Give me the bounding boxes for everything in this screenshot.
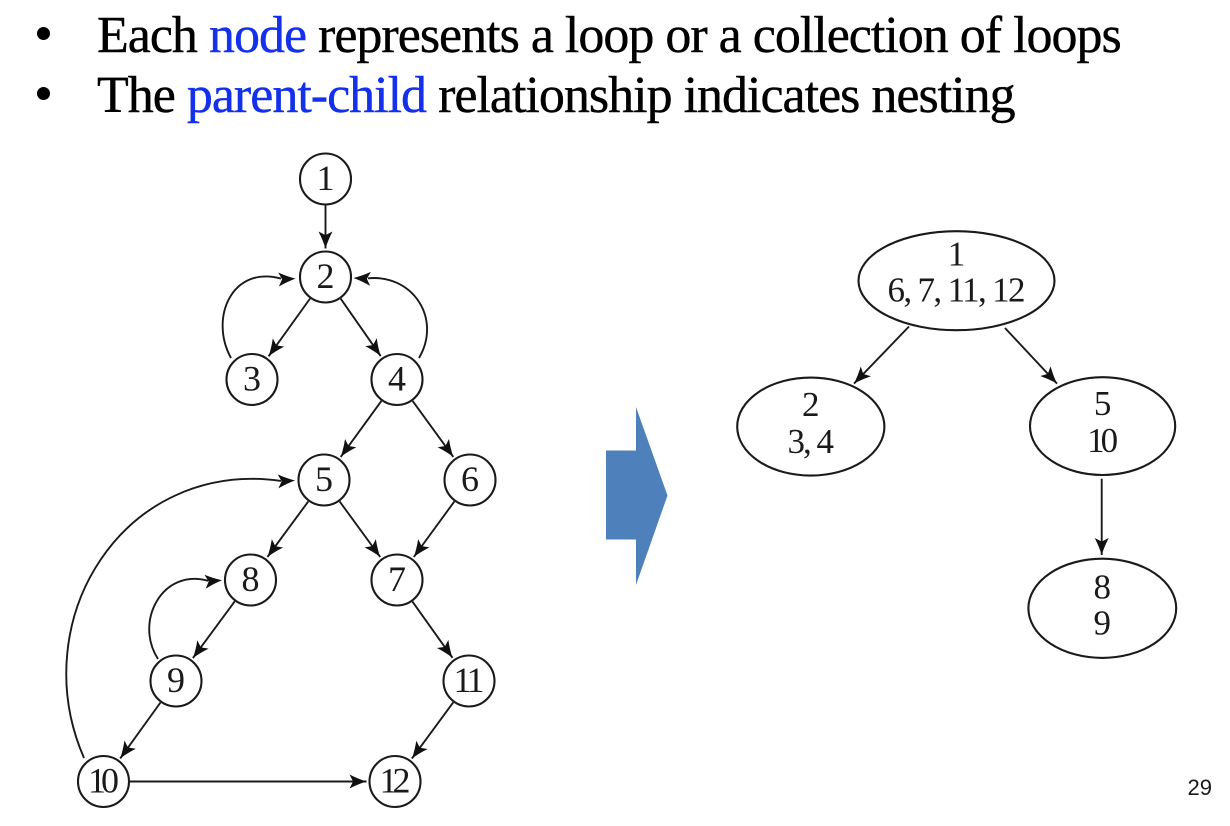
svg-text:1: 1 — [317, 158, 335, 198]
svg-text:4: 4 — [388, 359, 406, 399]
svg-text:2: 2 — [317, 256, 335, 296]
svg-text:5: 5 — [315, 459, 333, 499]
svg-text:9: 9 — [1094, 603, 1112, 642]
svg-text:6: 6 — [461, 459, 479, 499]
svg-text:2: 2 — [802, 385, 820, 424]
svg-text:3: 3 — [243, 359, 261, 399]
svg-text:8: 8 — [242, 559, 260, 599]
svg-text:12: 12 — [380, 761, 411, 801]
svg-text:10: 10 — [1087, 421, 1118, 460]
svg-text:7: 7 — [388, 559, 406, 599]
svg-text:6, 7, 11, 12: 6, 7, 11, 12 — [888, 271, 1026, 310]
svg-text:10: 10 — [88, 761, 119, 801]
svg-text:11: 11 — [454, 660, 485, 700]
svg-text:3, 4: 3, 4 — [788, 422, 835, 461]
svg-text:9: 9 — [167, 660, 185, 700]
svg-text:5: 5 — [1094, 384, 1112, 423]
svg-text:1: 1 — [948, 235, 966, 274]
svg-text:8: 8 — [1094, 567, 1112, 606]
